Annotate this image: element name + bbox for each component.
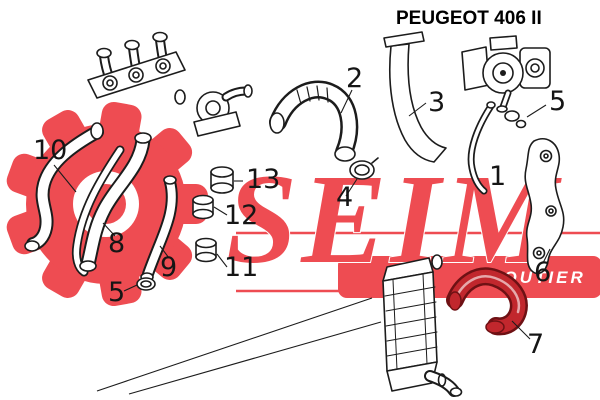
callout-5-right: 5 bbox=[549, 86, 566, 117]
parts-art bbox=[24, 31, 565, 397]
page-title: PEUGEOT 406 II bbox=[396, 8, 542, 29]
clamp-5-left bbox=[136, 277, 156, 291]
intercooler bbox=[382, 254, 463, 397]
watermark-brand-text: SEIM bbox=[226, 148, 562, 290]
callout-13: 13 bbox=[246, 164, 280, 195]
callout-6: 6 bbox=[534, 257, 551, 288]
hose-9 bbox=[140, 175, 178, 282]
callout-11: 11 bbox=[224, 252, 258, 283]
hose-8 bbox=[79, 132, 152, 272]
callout-7: 7 bbox=[527, 329, 544, 360]
callout-2: 2 bbox=[346, 63, 363, 94]
egr-manifold-assembly bbox=[87, 31, 253, 137]
callouts: 10 8 5 9 13 12 11 2 4 3 1 5 6 7 bbox=[33, 63, 566, 360]
callout-12: 12 bbox=[224, 200, 258, 231]
pipe-3 bbox=[383, 31, 447, 163]
turbocharger bbox=[461, 35, 551, 113]
coupler-11 bbox=[195, 237, 217, 263]
fitting-5-right bbox=[504, 110, 527, 129]
coupler-13 bbox=[210, 166, 234, 194]
callout-1: 1 bbox=[489, 161, 506, 192]
hose-2 bbox=[269, 80, 359, 162]
callout-9: 9 bbox=[160, 252, 177, 283]
callout-4: 4 bbox=[336, 182, 353, 213]
coupler-12 bbox=[192, 194, 214, 220]
clamp-4 bbox=[349, 157, 379, 180]
leader-lines bbox=[53, 89, 551, 395]
callout-10: 10 bbox=[33, 135, 67, 166]
callout-8: 8 bbox=[108, 228, 125, 259]
hose-10 bbox=[24, 122, 125, 277]
callout-5-left: 5 bbox=[108, 277, 125, 308]
hose-7-highlighted bbox=[446, 267, 528, 336]
hose-1 bbox=[467, 101, 496, 195]
bracket-6 bbox=[524, 138, 565, 275]
callout-3: 3 bbox=[428, 87, 445, 118]
